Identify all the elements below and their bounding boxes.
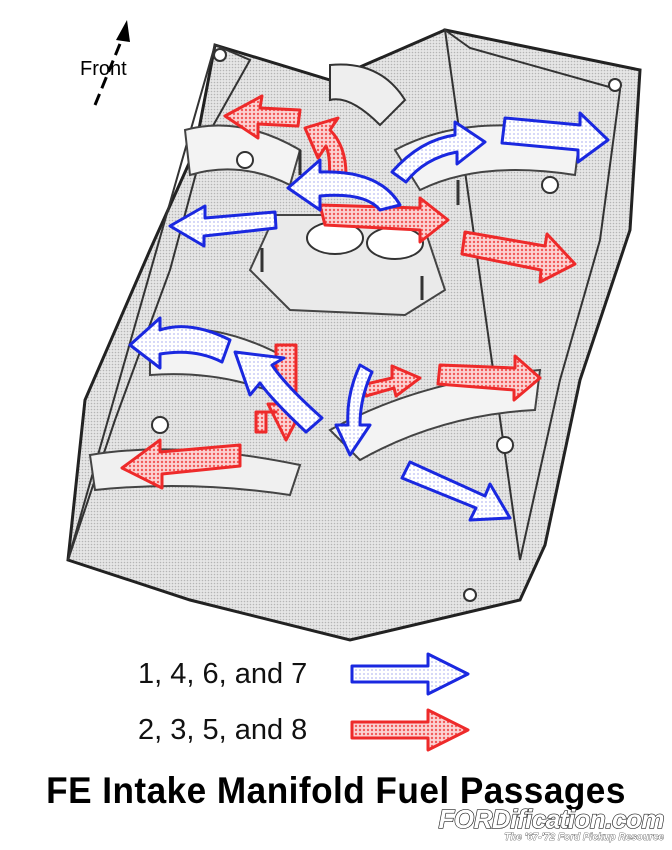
legend-label: 2, 3, 5, and 8	[138, 713, 308, 746]
front-label: Front	[80, 58, 127, 80]
blue-flow-arrow	[400, 460, 512, 522]
brand-watermark: FORDification.com The '67-'72 Ford Picku…	[438, 804, 665, 844]
legend-item-red: 2, 3, 5, and 8	[138, 708, 472, 752]
red-flow-arrow	[223, 94, 302, 140]
manifold-body	[66, 27, 642, 642]
red-flow-arrow	[436, 354, 542, 402]
blue-arrow-icon	[350, 652, 470, 696]
legend-item-blue: 1, 4, 6, and 7	[138, 652, 472, 696]
red-flow-arrow	[120, 438, 242, 490]
legend-label: 1, 4, 6, and 7	[138, 657, 308, 690]
blue-flow-arrow	[286, 158, 402, 212]
brand-name: FORDification.com	[438, 804, 665, 834]
red-flow-arrow	[460, 230, 577, 284]
red-flow-arrow	[318, 196, 450, 244]
diagram-title: FE Intake Manifold Fuel Passages	[46, 770, 626, 811]
brand-tagline: The '67-'72 Ford Pickup Resource	[504, 832, 664, 844]
blue-flow-arrow	[233, 350, 324, 434]
red-flow-arrow	[254, 410, 278, 434]
front-direction-arrow	[93, 20, 130, 106]
red-arrow-icon	[350, 708, 470, 752]
red-flow-arrow	[360, 364, 422, 398]
blue-flow-arrow	[168, 204, 278, 248]
blue-flow-arrow	[334, 363, 374, 457]
blue-flow-arrow	[500, 111, 610, 164]
blue-flow-arrow	[390, 120, 487, 184]
blue-flow-arrow	[128, 316, 232, 370]
